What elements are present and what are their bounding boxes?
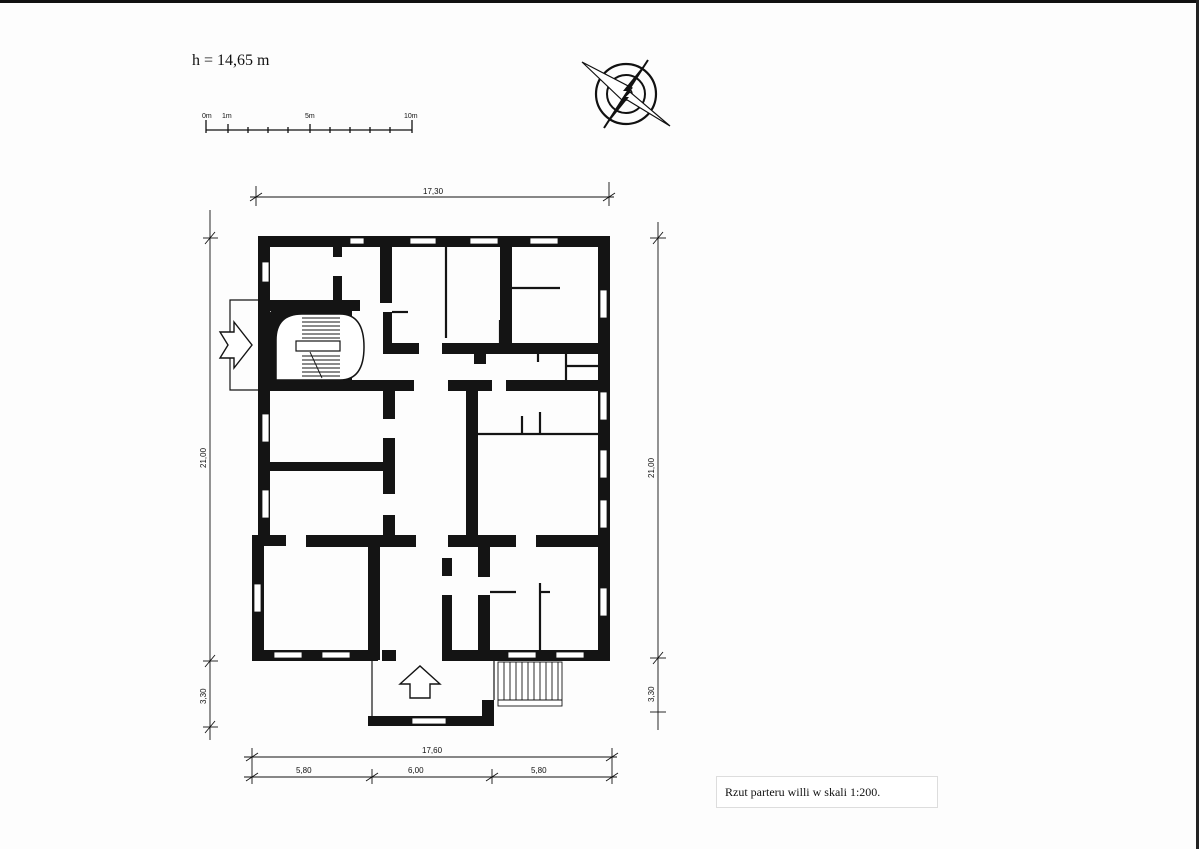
dimension-bottom-segment: 6,00 (408, 766, 424, 775)
porch-stairs (497, 661, 563, 707)
building-height-label: h = 14,65 m (192, 52, 270, 69)
entrance-arrow-icon (218, 319, 253, 371)
front-porch (371, 661, 495, 716)
dimension-left-porch-height: 3,30 (199, 688, 208, 704)
scale-bar (205, 120, 413, 133)
dimension-bottom-segment: 5,80 (296, 766, 312, 775)
plan-caption: Rzut parteru willi w skali 1:200. (725, 785, 881, 799)
dimension-bottom-segment: 5,80 (531, 766, 547, 775)
entrance-arrow-icon (398, 665, 442, 699)
scan-border-top (0, 0, 1199, 3)
scale-tick-label: 5m (305, 113, 315, 120)
dimension-right-porch-height: 3,30 (647, 686, 656, 702)
windows (253, 237, 608, 725)
scale-tick-label: 10m (404, 113, 418, 120)
partitions (392, 247, 598, 650)
dimension-bottom-width: 17,60 (422, 746, 443, 755)
dimension-lines (203, 182, 666, 784)
dimension-right-height: 21,00 (647, 457, 656, 478)
scale-tick-label: 1m (222, 113, 232, 120)
dimension-left-height: 21,00 (199, 447, 208, 468)
scale-tick-label: 0m (202, 113, 212, 120)
dimension-top-width: 17,30 (423, 187, 444, 196)
staircase (262, 300, 365, 388)
compass-rose-icon (581, 59, 671, 129)
caption-box: Rzut parteru willi w skali 1:200. (716, 776, 938, 808)
scan-border-right (1196, 0, 1199, 849)
